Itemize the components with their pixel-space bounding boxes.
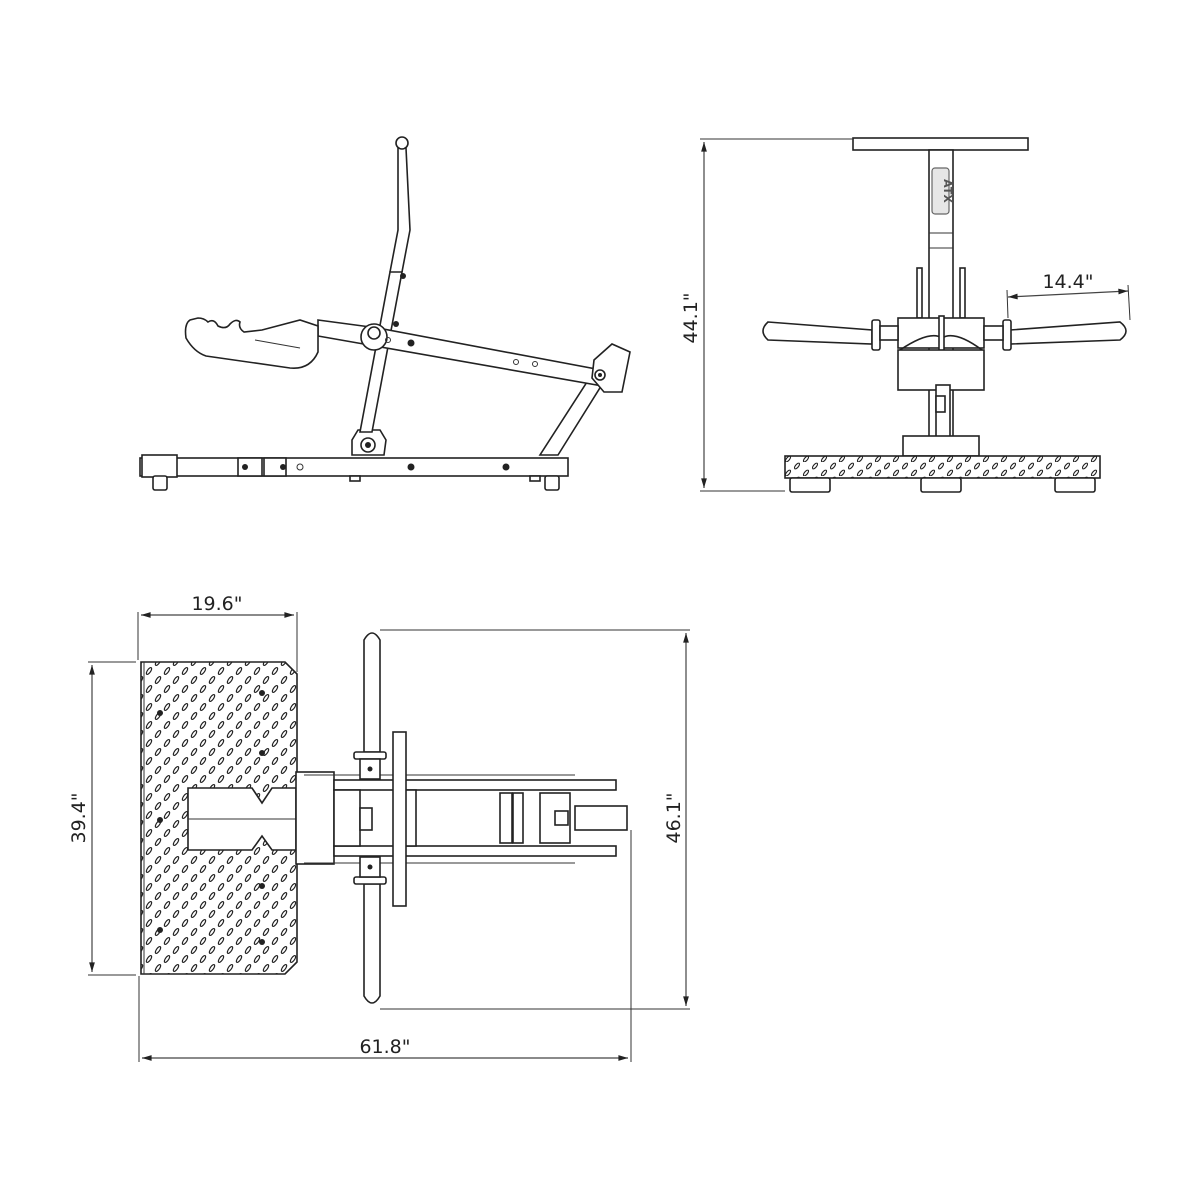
lower-handle (363, 883, 381, 1004)
foot (544, 475, 560, 491)
left-handle (762, 321, 873, 345)
side-view (139, 136, 631, 491)
shoulder-pad (184, 317, 319, 369)
dimension-label-handle-span: 46.1" (663, 792, 685, 843)
foot (152, 475, 168, 491)
top-bar (852, 137, 1029, 151)
brand-logo (931, 167, 950, 215)
dimension-label-platform-width: 39.4" (68, 792, 90, 843)
dimension-label-overall-length: 61.8" (359, 1036, 410, 1058)
brand-logo-text: ATX (941, 179, 954, 203)
right-handle (1009, 321, 1127, 345)
seat-pad (295, 771, 335, 865)
dimension-label-height: 44.1" (680, 292, 702, 343)
dimension-handle-width (1007, 288, 1129, 300)
dimension-label-platform-depth: 19.6" (191, 593, 242, 615)
front-view: ATX 44.1" 14.4" (680, 137, 1131, 493)
handle-tip (395, 136, 409, 150)
hinge-block (574, 805, 628, 831)
upper-handle (363, 632, 381, 753)
diamond-plate (784, 455, 1101, 479)
top-view: 19.6" 39.4" 46.1" 61.8" (68, 593, 690, 1062)
cross-plate (392, 731, 407, 907)
dimension-label-handle-width: 14.4" (1042, 271, 1093, 293)
